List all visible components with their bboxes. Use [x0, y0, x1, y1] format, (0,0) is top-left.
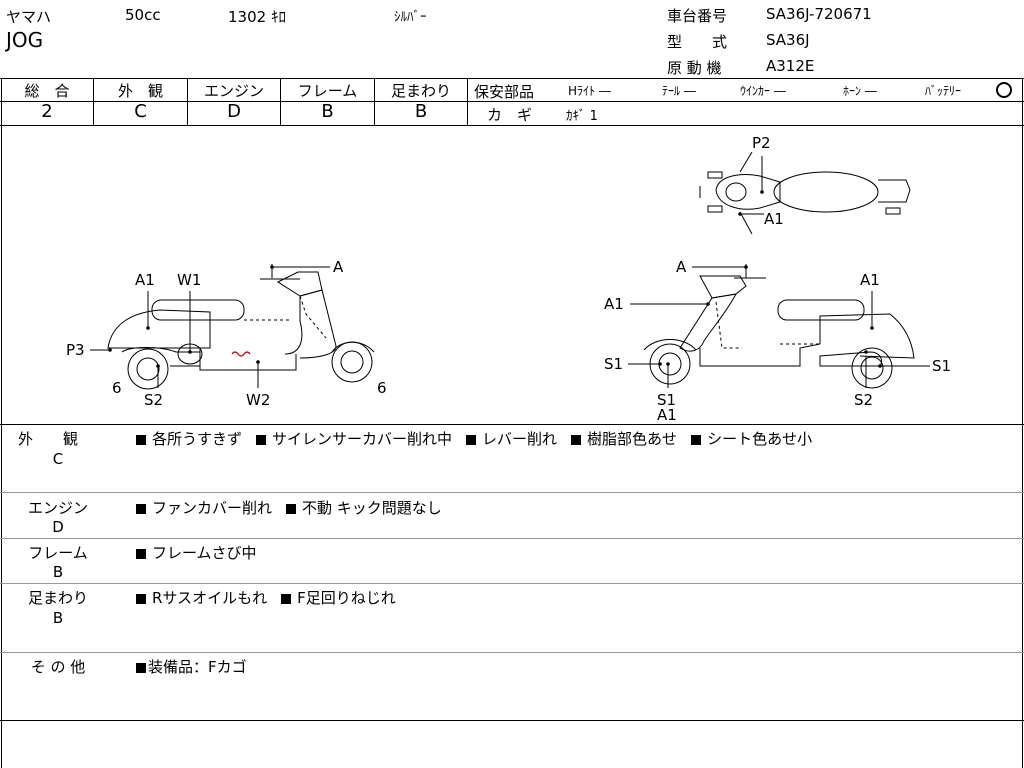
label-left-s2: S2	[144, 391, 163, 409]
divider	[374, 78, 375, 125]
remark-grade-exterior: C	[52, 450, 64, 468]
label-left-p3: P3	[66, 341, 85, 359]
remark-grade-frame: B	[52, 563, 64, 581]
remark-items-other: 装備品：Fカゴ	[136, 656, 261, 677]
safety-horn: ﾎｰﾝ ―	[843, 84, 877, 98]
engine-value: A312E	[766, 57, 815, 75]
divider	[467, 101, 1024, 102]
safety-label: 保安部品	[474, 83, 535, 101]
remark-item: 樹脂部色あせ	[587, 430, 678, 448]
remark-label-engine: エンジン	[27, 499, 88, 517]
remark-item: シート色あせ小	[707, 430, 813, 448]
divider	[0, 720, 1024, 721]
label-right-a1-front: A1	[604, 295, 624, 313]
divider	[467, 78, 468, 125]
remark-items-suspension: Rサスオイルもれ F足回りねじれ	[136, 587, 410, 608]
label-top-a1: A1	[764, 210, 784, 228]
label-right-s1-right: S1	[932, 357, 951, 375]
grade-header-suspension: 足まわり	[390, 82, 451, 100]
label-top-p2: P2	[752, 134, 771, 152]
remark-item: 各所うすきず	[152, 430, 243, 448]
remark-item: 不動 キック問題なし	[302, 499, 442, 517]
divider	[0, 101, 467, 102]
left-dots	[108, 265, 274, 368]
grade-header-engine: エンジン	[203, 82, 264, 100]
divider	[93, 78, 94, 125]
divider	[0, 538, 1024, 539]
remark-label-frame: フレーム	[28, 544, 88, 562]
remark-items-exterior: 各所うすきず サイレンサーカバー削れ中 レバー削れ 樹脂部色あせ シート色あせ小	[136, 428, 812, 449]
divider	[280, 78, 281, 125]
type-label: 型 式	[667, 33, 728, 51]
remark-item: ファンカバー削れ	[152, 499, 273, 517]
safety-tail: ﾃｰﾙ ―	[662, 84, 696, 98]
remark-grade-engine: D	[52, 518, 64, 536]
remark-grade-suspension: B	[52, 609, 64, 627]
grade-header-frame: フレーム	[297, 82, 358, 100]
label-left-6-rear: 6	[112, 379, 122, 397]
remark-item: フレームさび中	[152, 544, 257, 562]
safety-battery: ﾊﾞｯﾃﾘｰ	[925, 84, 962, 98]
remark-item: 装備品：Fカゴ	[148, 658, 247, 676]
engine-label: 原 動 機	[667, 59, 722, 77]
label-right-s2: S2	[854, 391, 873, 409]
remark-items-frame: フレームさび中	[136, 542, 271, 563]
safety-headlight: Hﾗｲﾄ ―	[568, 84, 611, 98]
grade-engine: D	[227, 101, 241, 122]
maker: ヤマハ	[6, 8, 52, 26]
divider	[0, 78, 1024, 79]
key-value: ｶｷﾞ 1	[566, 109, 598, 124]
displacement: 50cc	[125, 6, 161, 24]
remark-item: レバー削れ	[482, 430, 558, 448]
label-right-a1-rear: A1	[860, 271, 880, 289]
grade-exterior: C	[134, 101, 147, 122]
scooter-right-view	[643, 264, 915, 389]
divider	[0, 125, 1024, 126]
label-right-a1-bottom: A1	[657, 406, 677, 424]
divider	[0, 583, 1024, 584]
grade-header-exterior: 外 観	[117, 82, 163, 100]
key-label: カ ギ	[487, 106, 533, 124]
left-leaders	[90, 266, 330, 388]
grade-frame: B	[321, 101, 334, 122]
divider	[0, 492, 1024, 493]
remark-item: F足回りねじれ	[297, 589, 396, 607]
right-leaders	[628, 266, 930, 388]
color: ｼﾙﾊﾞｰ	[394, 10, 427, 25]
grade-total: 2	[41, 101, 53, 122]
divider	[0, 652, 1024, 653]
label-left-w1: W1	[177, 271, 201, 289]
mileage: 1302 ｷﾛ	[228, 8, 286, 26]
grade-header-total: 総 合	[24, 82, 70, 100]
label-right-a: A	[676, 258, 687, 276]
remark-label-suspension: 足まわり	[27, 589, 88, 607]
scratch-mark	[231, 351, 251, 357]
type-value: SA36J	[766, 31, 810, 49]
border	[1, 78, 2, 768]
frame-value: SA36J-720671	[766, 5, 872, 23]
divider	[187, 78, 188, 125]
remark-item: Rサスオイルもれ	[152, 589, 268, 607]
label-left-a1: A1	[135, 271, 155, 289]
frame-label: 車台番号	[667, 7, 728, 25]
remark-label-other: そ の 他	[30, 658, 86, 676]
remark-item: サイレンサーカバー削れ中	[272, 430, 453, 448]
scooter-top-view	[699, 151, 911, 235]
label-left-a: A	[333, 258, 344, 276]
grade-suspension: B	[414, 101, 428, 122]
remark-items-engine: ファンカバー削れ 不動 キック問題なし	[136, 497, 456, 518]
remark-label-exterior: 外 観	[18, 430, 79, 448]
battery-ok-icon	[996, 82, 1012, 98]
safety-winker: ｳｲﾝｶｰ ―	[740, 84, 786, 98]
damage-diagram: A1 W1 A P3 6 S2 W2 6 P2 A1	[66, 134, 951, 424]
label-left-6-front: 6	[377, 379, 387, 397]
model-name: JOG	[6, 28, 44, 52]
border	[1022, 78, 1023, 768]
label-left-w2: W2	[246, 391, 270, 409]
label-right-s1-left: S1	[604, 355, 623, 373]
scooter-left-view	[107, 264, 375, 390]
label-right-s1-bottom: S1	[657, 391, 676, 409]
divider	[0, 424, 1024, 425]
